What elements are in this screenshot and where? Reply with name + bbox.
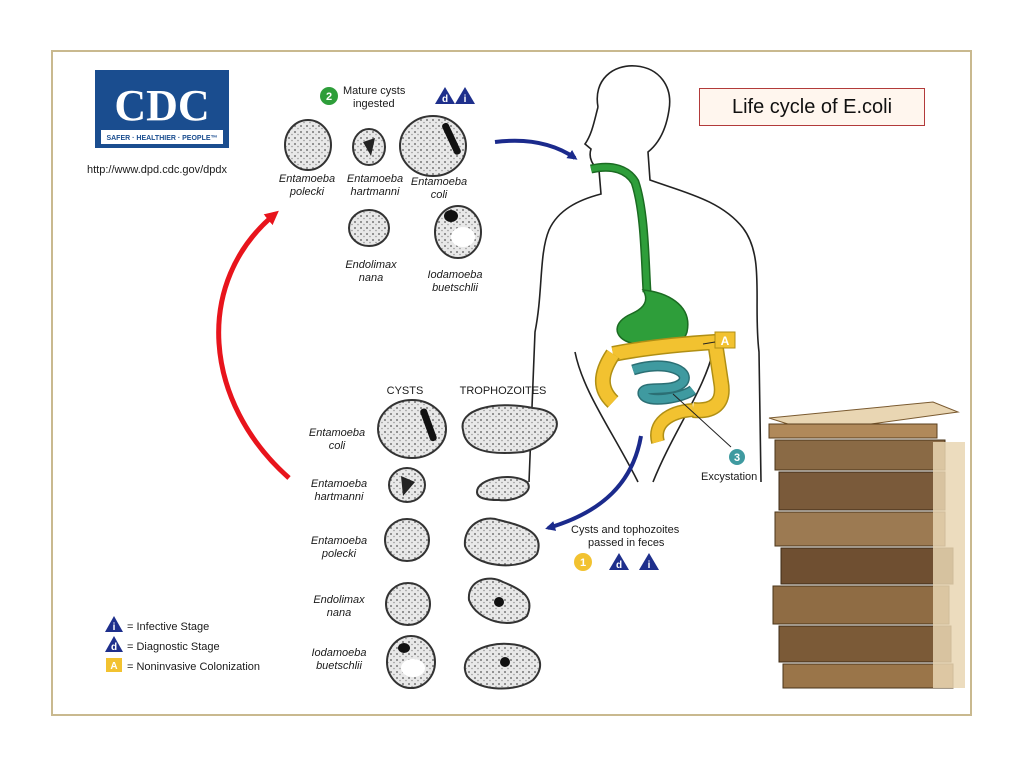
svg-text:CDC: CDC: [114, 81, 209, 130]
svg-text:passed in feces: passed in feces: [588, 537, 665, 549]
human-body-outline: [528, 65, 762, 483]
svg-text:d: d: [616, 560, 622, 571]
column-header-trophozoites: TROPHOZOITES: [460, 385, 547, 397]
trophozoite-image: [461, 404, 558, 454]
svg-text:Endolimax: Endolimax: [345, 259, 397, 271]
svg-text:d: d: [442, 94, 448, 105]
svg-text:nana: nana: [327, 607, 351, 619]
svg-text:Iodamoeba: Iodamoeba: [427, 269, 482, 281]
stage-1-label: Cysts and tophozoites passed in feces 1 …: [571, 524, 680, 571]
svg-text:3: 3: [734, 452, 740, 464]
stage-2-badge: [320, 87, 338, 105]
infective-stage-icon: [105, 616, 123, 632]
svg-text:i: i: [113, 622, 116, 633]
column-header-cysts: CYSTS: [387, 385, 424, 397]
svg-text:2: 2: [326, 91, 332, 103]
legend: i = Infective Stage d = Diagnostic Stage…: [105, 616, 260, 673]
svg-text:ingested: ingested: [353, 98, 395, 110]
svg-text:polecki: polecki: [321, 548, 357, 560]
colonization-marker: [106, 658, 122, 672]
svg-text:Entamoeba: Entamoeba: [311, 478, 367, 490]
cdc-url-link[interactable]: http://www.dpd.cdc.gov/dpdx: [87, 164, 228, 176]
excretion-arrow: [545, 435, 643, 531]
svg-text:= Diagnostic Stage: = Diagnostic Stage: [127, 641, 220, 653]
book-stack-image: [765, 401, 970, 689]
svg-text:buetschlii: buetschlii: [316, 660, 362, 672]
trophozoite-image: [463, 517, 540, 567]
svg-text:coli: coli: [431, 189, 448, 201]
cycle-arrow: [216, 210, 291, 480]
svg-text:= Noninvasive Colonization: = Noninvasive Colonization: [127, 661, 260, 673]
svg-text:d: d: [111, 642, 117, 653]
svg-text:buetschlii: buetschlii: [432, 282, 478, 294]
svg-text:Entamoeba: Entamoeba: [411, 176, 467, 188]
stage-1-badge: [574, 553, 592, 571]
cysts-trophozoites-table: CYSTS TROPHOZOITES Entamoeba coli Entamo…: [309, 385, 558, 690]
svg-text:A: A: [721, 334, 730, 348]
stage-3-badge: [729, 449, 745, 465]
ingestion-arrow: [494, 138, 578, 160]
svg-text:polecki: polecki: [289, 186, 325, 198]
cyst-image: [348, 209, 390, 247]
small-intestine: [631, 362, 696, 404]
svg-text:hartmanni: hartmanni: [351, 186, 400, 198]
svg-text:A: A: [110, 661, 117, 672]
svg-text:Entamoeba: Entamoeba: [347, 173, 403, 185]
svg-text:Cysts and tophozoites: Cysts and tophozoites: [571, 524, 680, 536]
cyst-image: [377, 399, 447, 459]
svg-text:nana: nana: [359, 272, 383, 284]
svg-text:1: 1: [580, 557, 586, 569]
cyst-image: [385, 582, 431, 626]
infective-stage-icon: [455, 87, 475, 104]
svg-text:= Infective Stage: = Infective Stage: [127, 621, 209, 633]
cdc-logo[interactable]: CDC SAFER · HEALTHIER · PEOPLE™: [95, 70, 229, 148]
svg-text:Endolimax: Endolimax: [313, 594, 365, 606]
svg-text:i: i: [464, 94, 467, 105]
top-species-labels: Entamoeba polecki Entamoeba hartmanni En…: [279, 173, 483, 294]
svg-text:Entamoeba: Entamoeba: [311, 535, 367, 547]
infective-stage-icon: [639, 553, 659, 570]
cyst-image: [284, 119, 332, 171]
svg-text:Mature cysts: Mature cysts: [343, 85, 406, 97]
cyst-image: [384, 518, 430, 562]
svg-text:Entamoeba: Entamoeba: [309, 427, 365, 439]
diagnostic-stage-icon: [609, 553, 629, 570]
diagnostic-stage-icon: [435, 87, 455, 104]
svg-text:Entamoeba: Entamoeba: [279, 173, 335, 185]
slide-frame: CDC SAFER · HEALTHIER · PEOPLE™ http://w…: [51, 50, 972, 716]
colonization-marker: [714, 331, 736, 349]
cdc-tagline: SAFER · HEALTHIER · PEOPLE™: [106, 135, 217, 142]
top-cyst-images: [284, 115, 482, 259]
svg-text:i: i: [648, 560, 651, 571]
digestive-tract: A: [590, 162, 736, 444]
excystation-pointer: [672, 393, 732, 448]
svg-text:coli: coli: [329, 440, 346, 452]
trophozoite-image: [475, 476, 530, 502]
svg-text:hartmanni: hartmanni: [315, 491, 364, 503]
svg-text:Iodamoeba: Iodamoeba: [311, 647, 366, 659]
stage-2-label: 2 Mature cysts ingested d i: [320, 85, 475, 110]
life-cycle-diagram: CDC SAFER · HEALTHIER · PEOPLE™ http://w…: [87, 65, 970, 690]
excystation-label: Excystation: [701, 471, 757, 483]
diagnostic-stage-icon: [105, 636, 123, 652]
slide-title: Life cycle of E.coli: [699, 88, 925, 126]
